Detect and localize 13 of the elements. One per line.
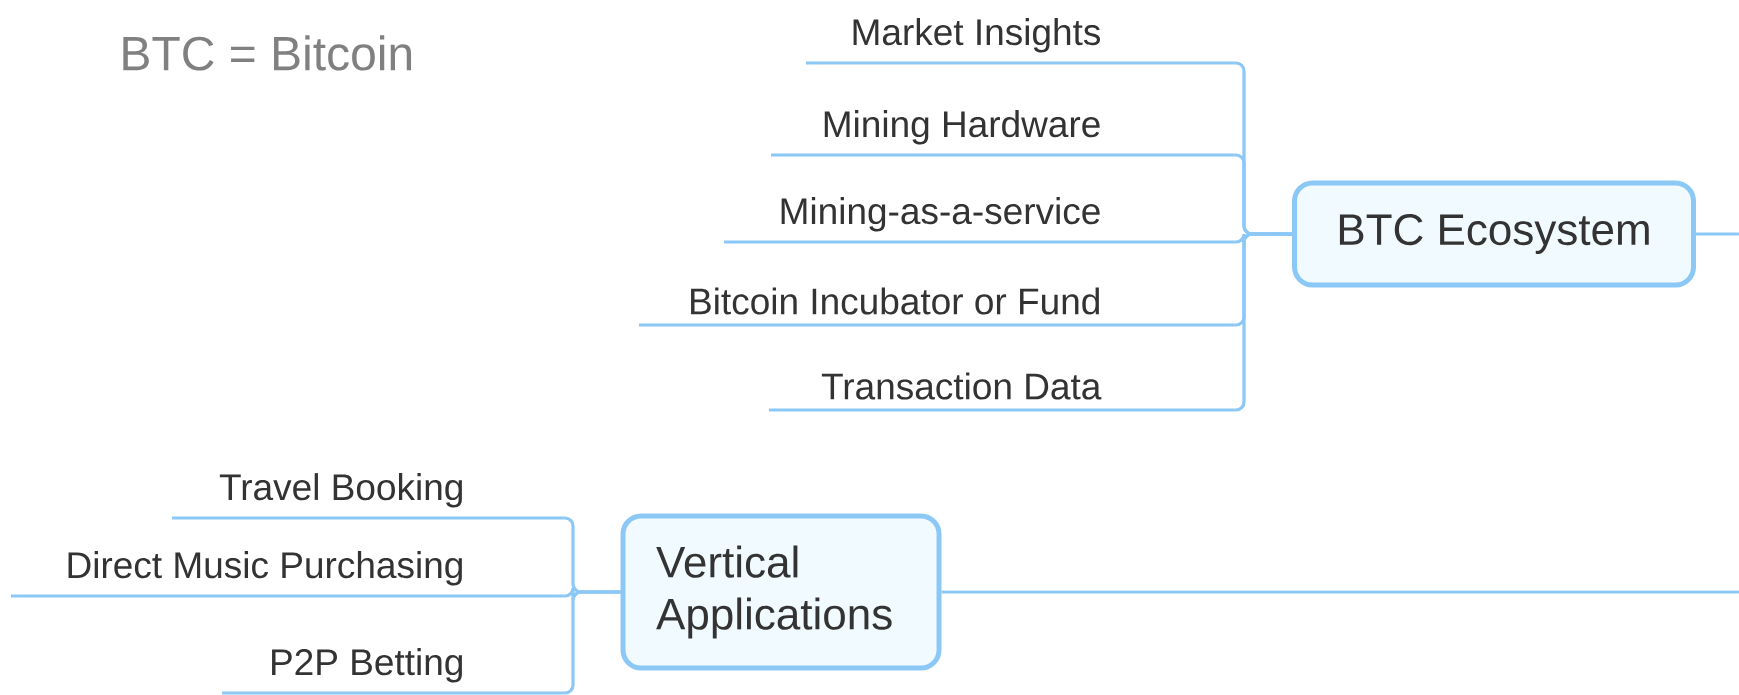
topic-text: P2P Betting (222, 648, 564, 695)
topic-text: Mining-as-a-service (724, 197, 1235, 244)
topic-text: Market Insights (806, 18, 1235, 65)
topic-text: Direct Music Purchasing (11, 551, 564, 598)
note-text: BTC = Bitcoin (123, 35, 412, 71)
connector-line (941, 590, 1739, 594)
topic-box: Vertical Applications (620, 513, 942, 671)
connector-line (1696, 232, 1739, 236)
topic-text: Transaction Data (769, 372, 1235, 412)
topic-text: Mining Hardware (771, 110, 1235, 157)
topic-text: Travel Booking (172, 473, 564, 520)
topic-box: BTC Ecosystem (1292, 180, 1696, 288)
topic-text: Bitcoin Incubator or Fund (639, 287, 1235, 327)
